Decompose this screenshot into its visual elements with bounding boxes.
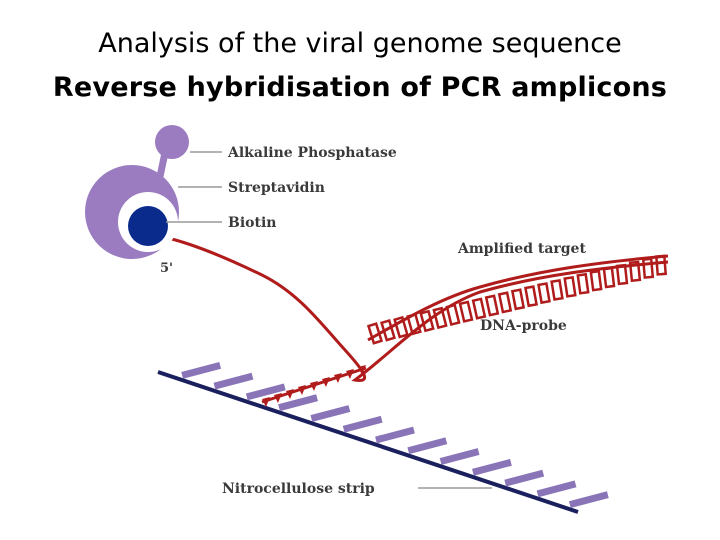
strip-stripes (181, 361, 609, 509)
base-pair-rung (432, 306, 448, 330)
strip-stripe (536, 480, 577, 498)
base-pair-rung (537, 282, 551, 305)
base-pair-rung (628, 260, 642, 283)
base-pair-rung (497, 291, 513, 314)
probe-teeth (262, 365, 366, 407)
strip-stripe (245, 383, 286, 401)
base-pair-rung (471, 297, 487, 320)
amplified-target-strand (167, 236, 669, 382)
probe-tooth (334, 373, 342, 383)
base-pair-rung (641, 257, 655, 279)
base-pair-rung (524, 285, 538, 308)
base-pair-rung (458, 300, 474, 323)
base-pair-rung (510, 288, 526, 311)
probe-tooth (346, 369, 354, 379)
base-pair-rung (445, 303, 461, 327)
base-pair-rung (393, 315, 409, 339)
probe-tooth (358, 365, 366, 375)
base-pair-rung (654, 254, 668, 276)
target-rungs (366, 254, 668, 345)
strip-stripe (504, 469, 545, 487)
strip-stripe (568, 491, 609, 509)
probe-tooth (262, 397, 270, 407)
base-pair-rung (589, 269, 603, 292)
strip-stripe (181, 361, 222, 379)
nitrocellulose-strip (157, 361, 609, 514)
label-alkaline-phosphatase: Alkaline Phosphatase (227, 145, 397, 161)
base-pair-rung (550, 279, 564, 301)
strip-stripe (213, 372, 254, 390)
base-pair-rung (366, 322, 384, 345)
label-biotin: Biotin (228, 215, 276, 231)
strip-stripe (278, 394, 318, 412)
probe-tooth (286, 389, 294, 399)
strip-stripe (375, 426, 415, 444)
label-nitrocellulose-strip: Nitrocellulose strip (222, 481, 375, 497)
base-pair-rung (406, 312, 422, 336)
alkaline-phosphatase-shape (155, 125, 189, 159)
biotin-shape (128, 206, 168, 246)
strip-stripe (407, 437, 448, 455)
label-streptavidin: Streptavidin (228, 180, 325, 196)
dna-probe-strand (261, 365, 367, 407)
strip-stripe (310, 405, 351, 422)
base-pair-rung (563, 275, 577, 298)
strip-stripe (439, 448, 480, 465)
base-pair-rung (380, 318, 396, 342)
probe-tooth (274, 393, 282, 403)
slide-subtitle: Reverse hybridisation of PCR amplicons (52, 72, 668, 103)
base-pair-rung (419, 309, 435, 333)
enzyme-complex (85, 125, 189, 259)
label-amplified-target: Amplified target (457, 241, 586, 257)
base-pair-rung (484, 294, 500, 317)
slide-title: Analysis of the viral genome sequence (98, 28, 622, 59)
leader-lines (166, 151, 492, 489)
target-backbone (167, 236, 669, 382)
probe-tooth (322, 377, 330, 387)
strip-stripe (342, 415, 383, 433)
probe-tooth (298, 385, 306, 395)
base-pair-rung (576, 272, 590, 295)
base-pair-rung (602, 266, 616, 289)
label-five-prime: 5' (160, 261, 173, 276)
label-dna-probe: DNA-probe (480, 318, 567, 334)
strip-stripe (472, 458, 512, 476)
probe-tooth (310, 381, 318, 391)
base-pair-rung (615, 263, 629, 286)
